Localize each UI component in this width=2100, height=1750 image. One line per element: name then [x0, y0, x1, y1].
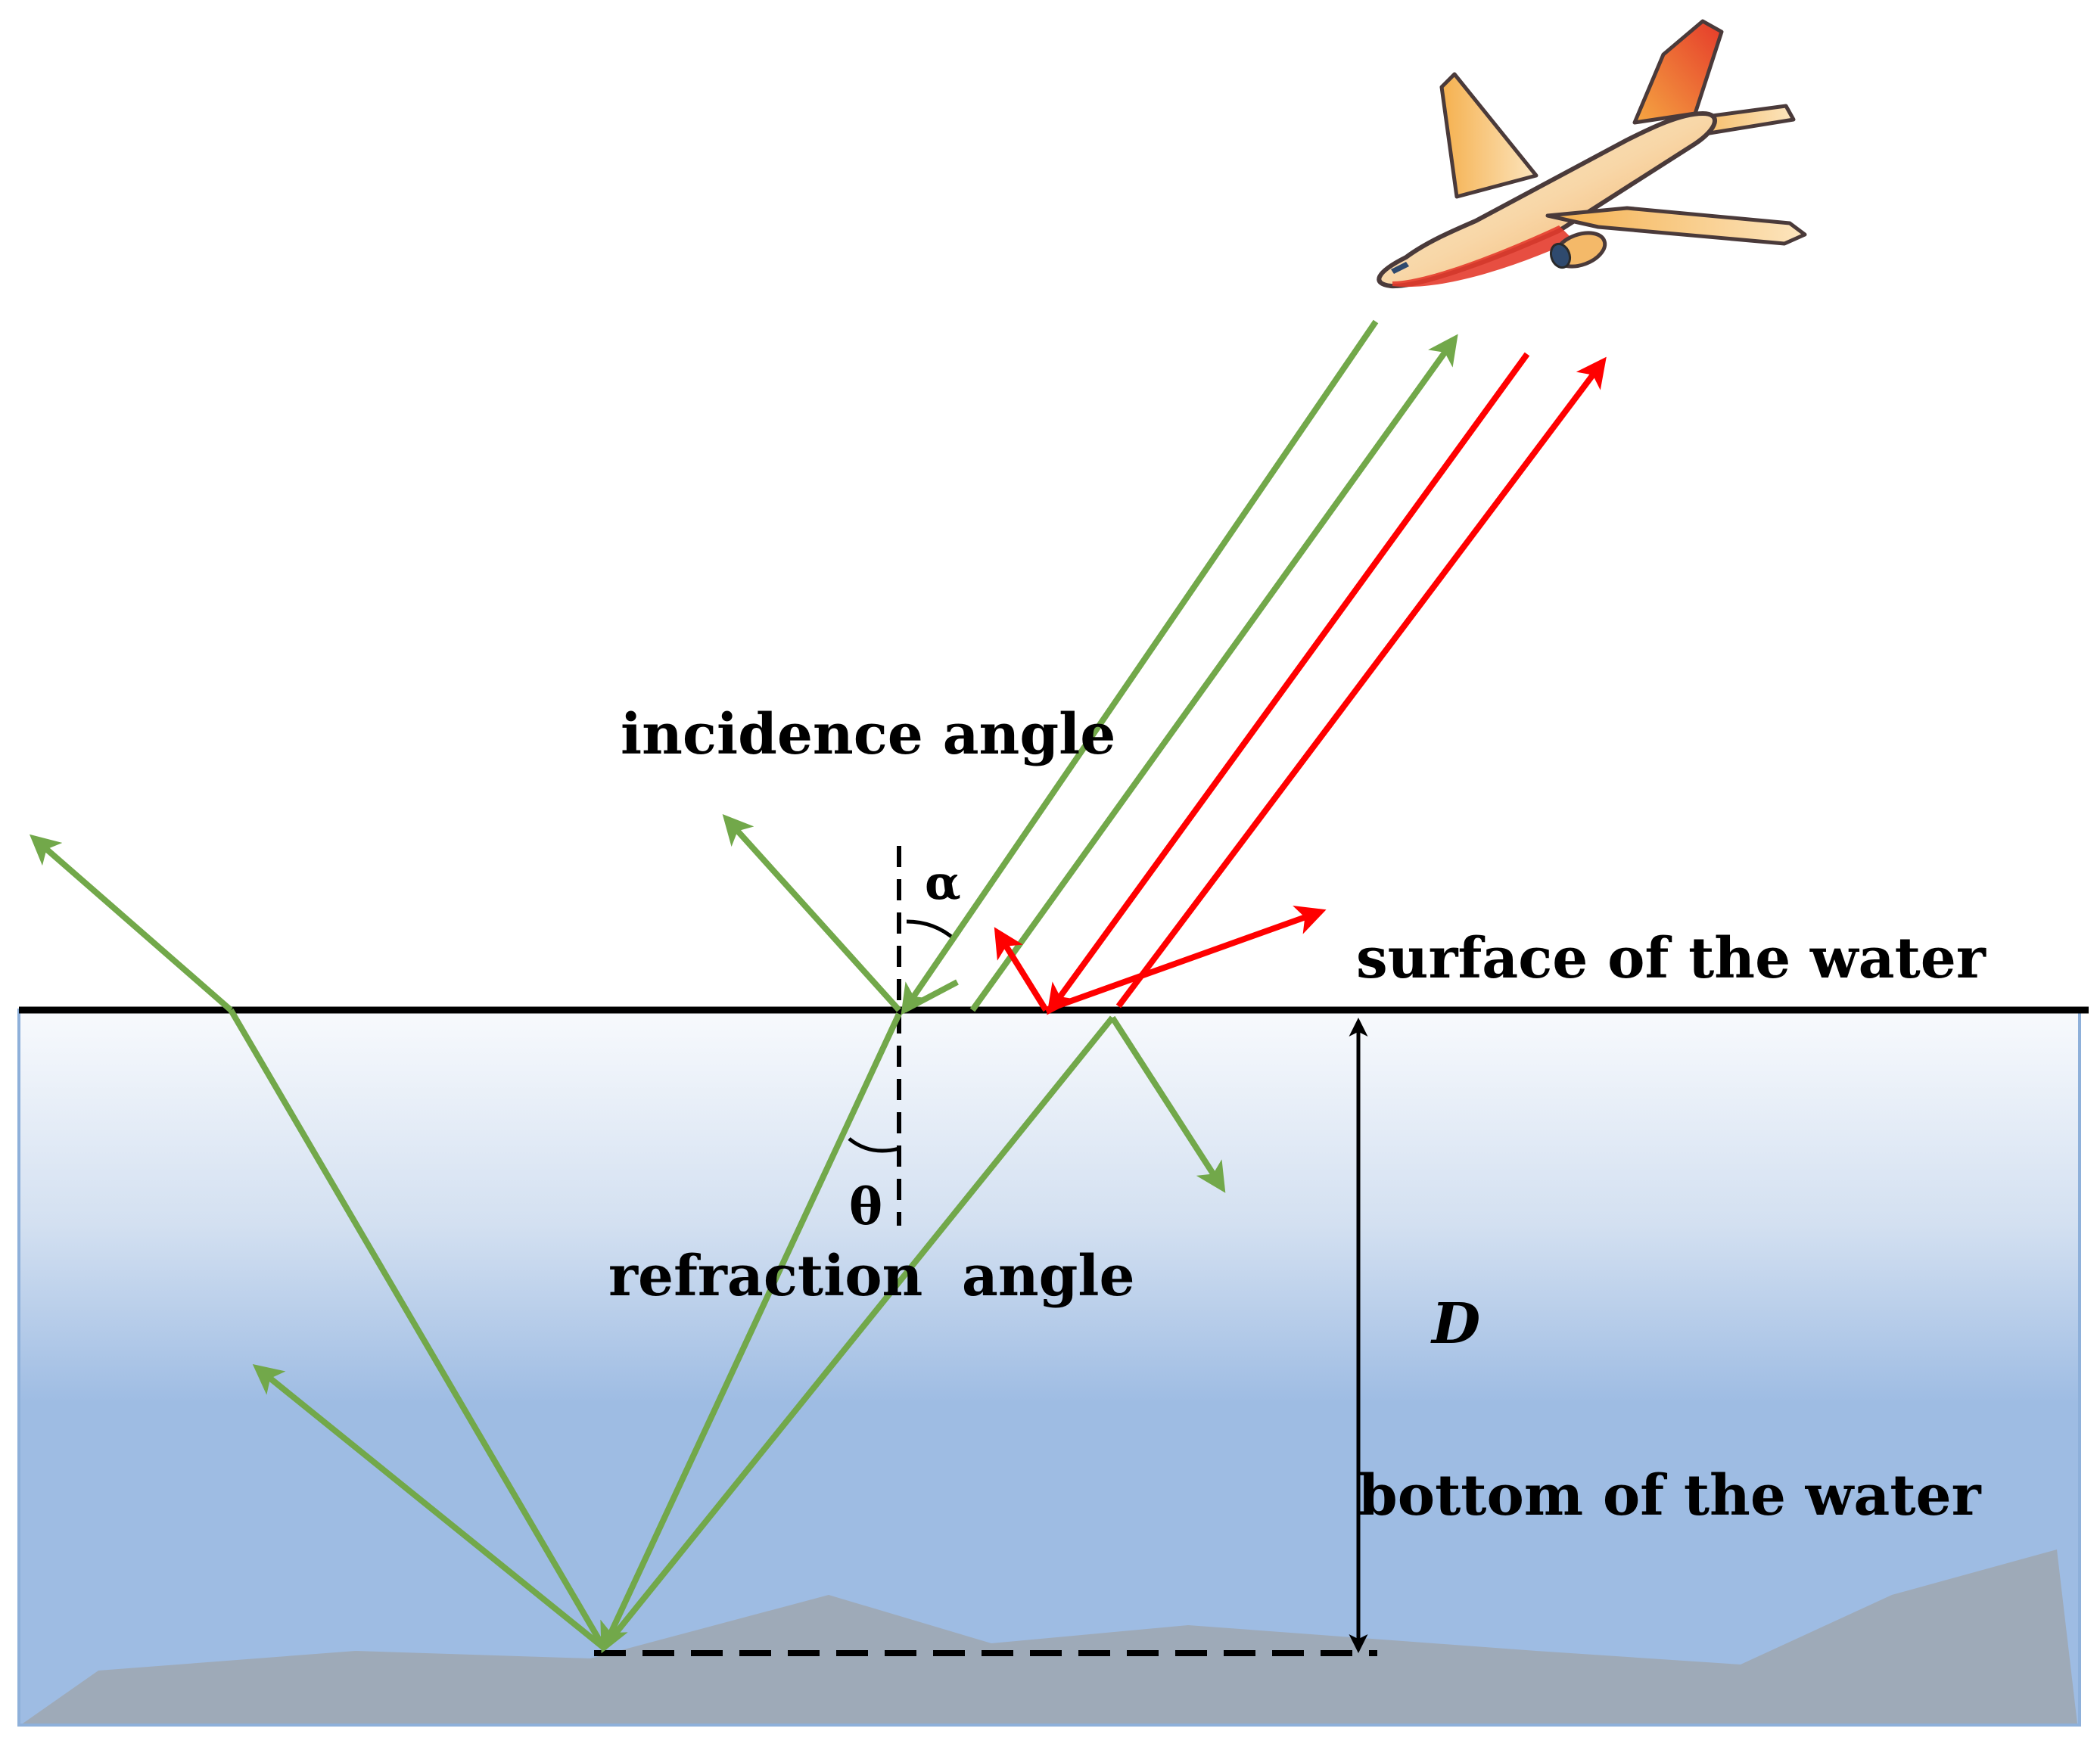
red-return-ray	[1115, 356, 1607, 1009]
green-refracted-ray	[600, 1012, 902, 1654]
red-incident-ray	[1047, 352, 1530, 1015]
green-surface-reflection	[722, 814, 901, 1012]
seabed-terrain	[23, 1550, 2077, 1724]
green-incident-ray	[901, 319, 1379, 1015]
green-scatter-ray	[228, 1008, 607, 1650]
theta-symbol: θ	[849, 1177, 882, 1236]
airplane-icon	[1377, 19, 1807, 289]
red-scatter-ray-right	[1044, 905, 1327, 1013]
green-bottom-scatter-ray	[252, 1363, 606, 1651]
green-internal-reflection	[1109, 1015, 1226, 1193]
refraction-angle-label: refraction angle	[608, 1244, 1135, 1309]
green-scatter-exit-ray	[29, 834, 233, 1013]
bottom-label: bottom of the water	[1358, 1463, 1982, 1528]
green-bottom-return-ray	[601, 1015, 1115, 1650]
green-surface-tick	[903, 979, 959, 1013]
water-body	[17, 1009, 2081, 1727]
refraction-angle-arc	[848, 1137, 900, 1153]
incidence-angle-label: incidence angle	[621, 702, 1115, 767]
red-scatter-ray-left	[994, 927, 1049, 1012]
surface-label: surface of the water	[1356, 926, 1986, 991]
incidence-angle-arc	[906, 919, 957, 941]
green-return-ray	[969, 334, 1458, 1012]
alpha-symbol: α	[925, 855, 961, 910]
depth-label: D	[1430, 1292, 1480, 1357]
